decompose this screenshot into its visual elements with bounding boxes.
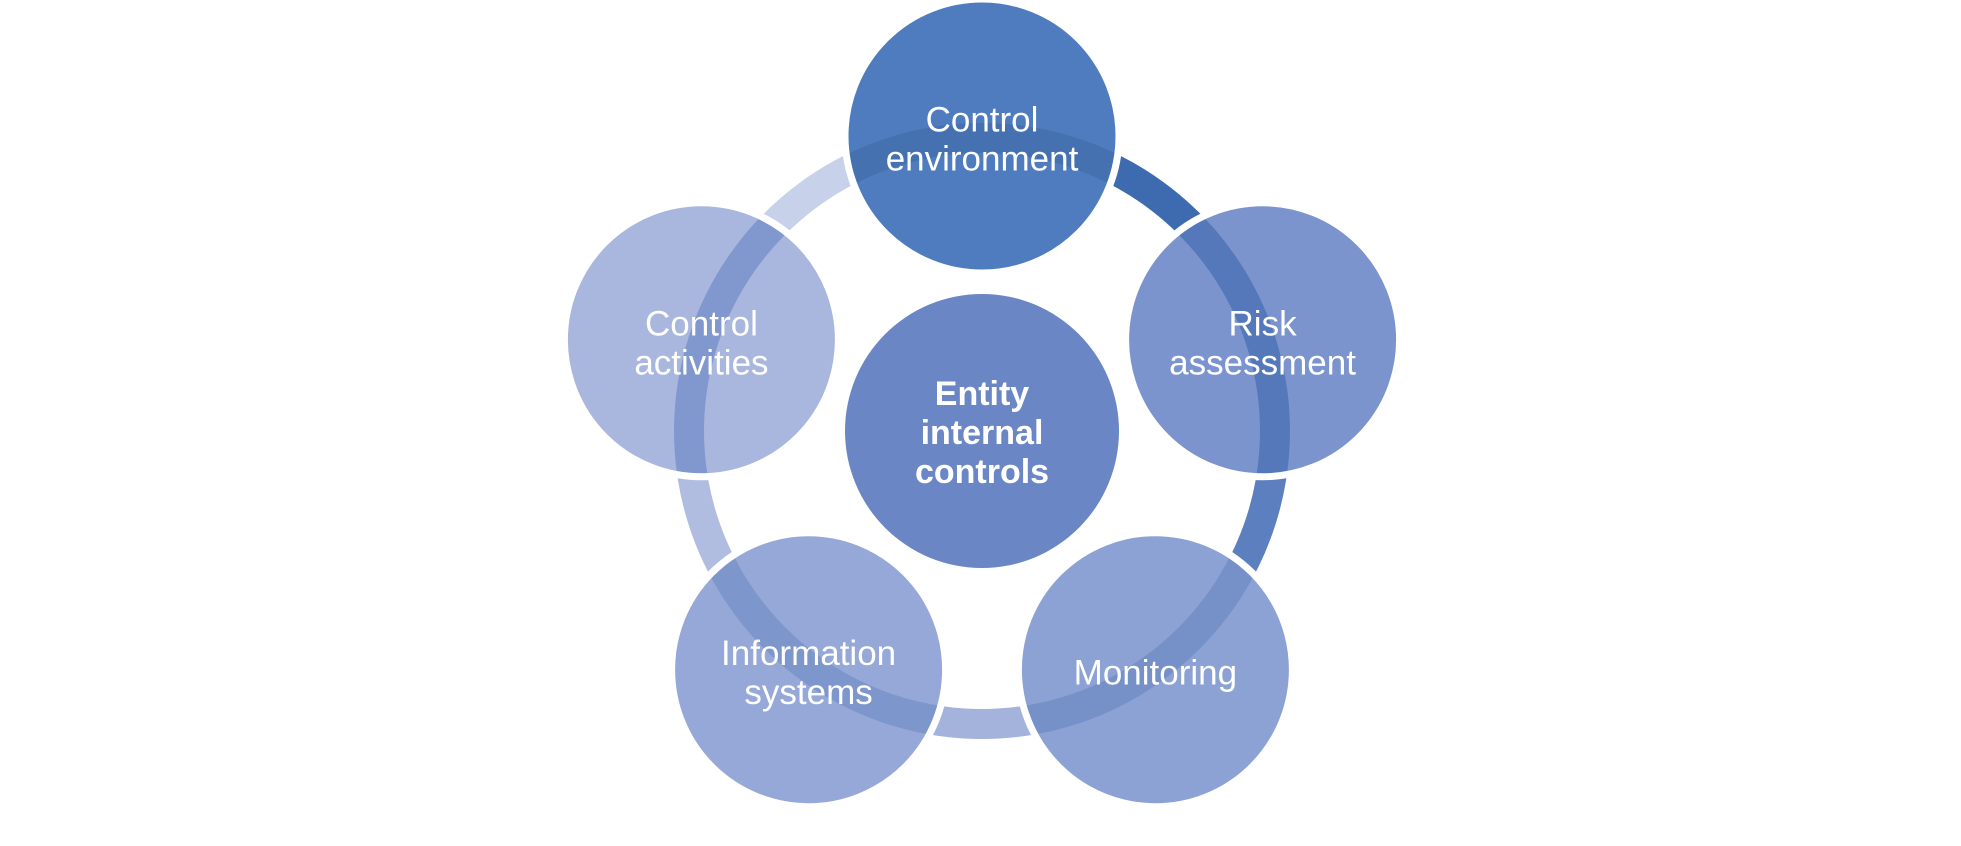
node-rim-risk-assessment xyxy=(1122,199,1404,481)
center-circle-entity-internal-controls xyxy=(845,294,1119,568)
node-rim-monitoring xyxy=(1014,529,1296,811)
node-label-monitoring: Monitoring xyxy=(1074,654,1237,693)
ring-band-information-systems xyxy=(694,535,943,739)
ring-band-risk-assessment xyxy=(1156,205,1290,474)
ring-band-monitoring xyxy=(1021,535,1270,739)
ring-band-control-activities xyxy=(674,205,808,474)
node-rim-control-activities xyxy=(560,199,842,481)
node-rim-information-systems xyxy=(668,529,950,811)
node-rim-control-environment xyxy=(841,0,1123,277)
ring-band-control-environment xyxy=(848,123,1116,198)
